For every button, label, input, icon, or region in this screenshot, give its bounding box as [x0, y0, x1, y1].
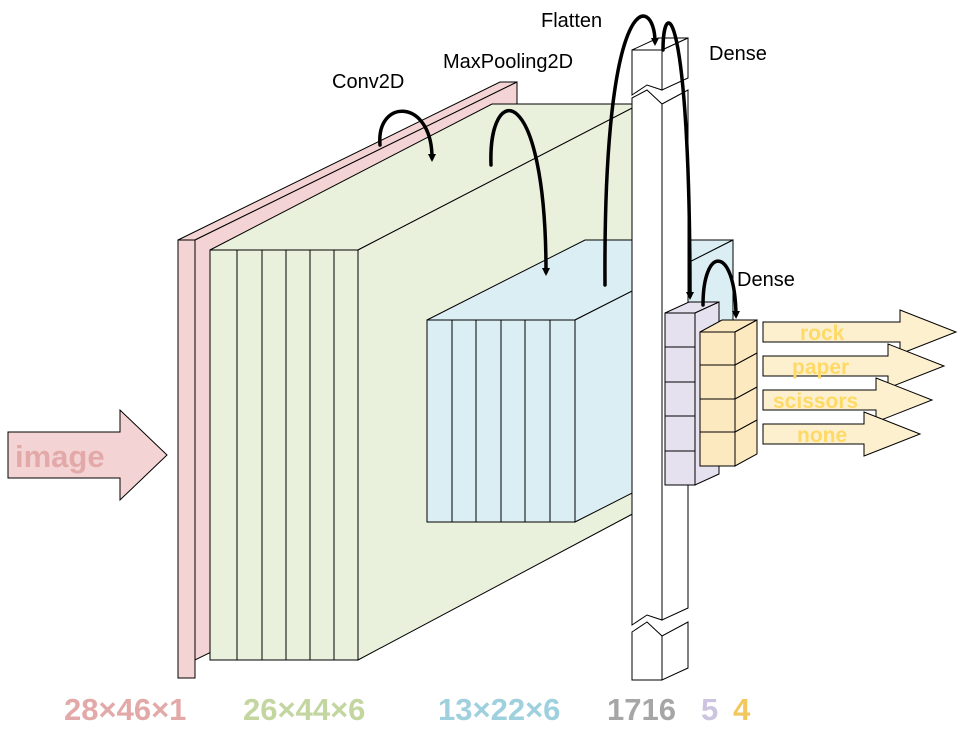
flatten-transition-arrow — [603, 14, 659, 287]
output-label-scissors: scissors — [773, 390, 858, 413]
dense1-units — [665, 346, 695, 452]
dense2-layer — [699, 319, 758, 467]
dimension-conv: 26×44×6 — [243, 692, 365, 727]
pool-layer-channels — [451, 320, 551, 522]
dimension-pool: 13×22×6 — [438, 692, 560, 727]
output-label-paper: paper — [792, 356, 849, 379]
dense1-front — [664, 312, 696, 486]
flatten-segment-bottom-side — [661, 621, 689, 681]
conv-layer-channels — [236, 250, 335, 660]
transition-arrows — [378, 14, 740, 319]
label-dense2: Dense — [737, 269, 795, 291]
output-label-none: none — [797, 424, 847, 447]
flatten-segment-top-front — [631, 49, 663, 96]
input-arrow: image — [7, 408, 168, 502]
label-flatten: Flatten — [541, 10, 602, 32]
conv-transition-arrow — [378, 109, 436, 162]
dimension-labels: 28×46×1 26×44×6 13×22×6 1716 5 4 — [64, 692, 751, 727]
dimension-dense1: 5 — [701, 692, 718, 727]
output-arrows: rock paper scissors none — [762, 309, 958, 457]
conv-layer-front — [209, 249, 359, 661]
dimension-input: 28×46×1 — [64, 692, 186, 727]
layer-labels: Conv2D MaxPooling2D Flatten Dense Dense — [332, 10, 795, 291]
input-arrow-shape — [7, 408, 168, 502]
dimension-dense2: 4 — [733, 692, 751, 727]
dimension-flatten: 1716 — [607, 692, 676, 727]
label-conv: Conv2D — [332, 71, 404, 93]
dense1-transition-arrow — [661, 21, 694, 300]
output-arrow-rock — [762, 309, 958, 355]
output-arrow-scissors — [762, 377, 934, 423]
flatten-segment-mid-front — [631, 89, 663, 626]
label-dense1: Dense — [709, 43, 767, 65]
label-pool: MaxPooling2D — [443, 51, 573, 73]
flatten-segment-bottom-front — [631, 621, 663, 681]
input-layer-front — [177, 239, 196, 679]
output-label-rock: rock — [800, 322, 845, 345]
output-arrow-none — [762, 411, 922, 457]
pool-transition-arrow — [489, 109, 550, 276]
dense2-units — [700, 352, 758, 433]
input-label: image — [15, 439, 105, 474]
dense2-transition-arrow — [701, 259, 740, 319]
output-arrow-paper — [762, 343, 946, 389]
